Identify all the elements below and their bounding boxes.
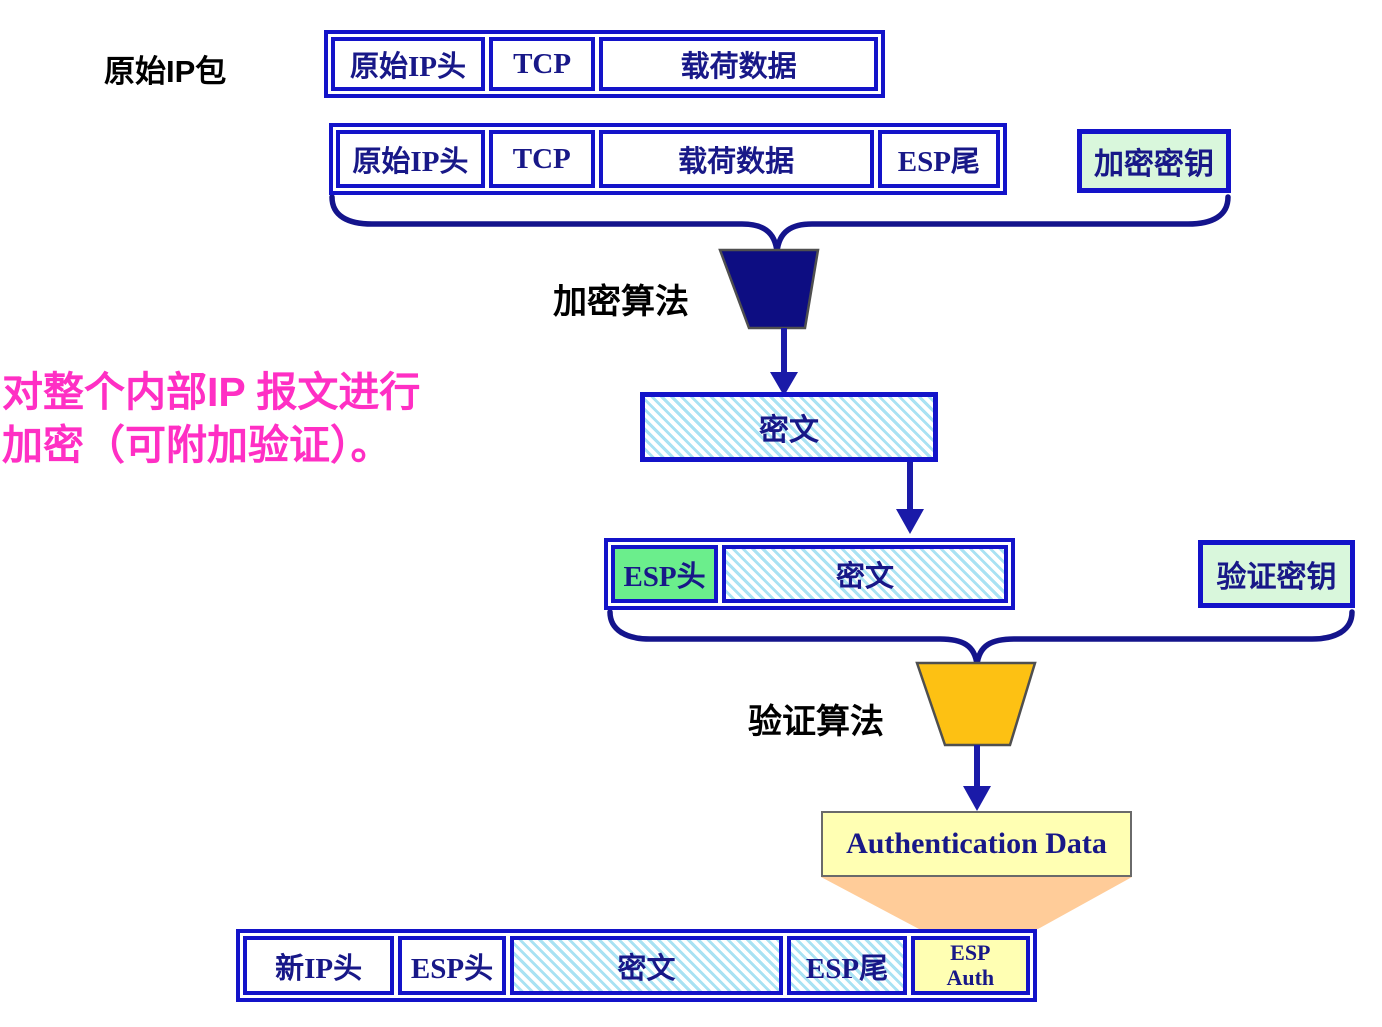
- encrypt-key-box: 加密密钥: [1077, 129, 1231, 193]
- encrypt-algorithm-label: 加密算法: [553, 283, 689, 321]
- authentication-data-label: Authentication Data: [846, 827, 1107, 860]
- auth-data-funnel-shape: [821, 877, 1132, 929]
- cell-tcp-2: TCP: [488, 130, 595, 188]
- ciphertext-label: 密文: [759, 414, 819, 447]
- gather-brace-top: [329, 194, 1231, 253]
- arrow-encrypt-to-ciphertext: [770, 328, 798, 396]
- row-packet-with-esp-trailer: 原始IP头 TCP 载荷数据 ESP尾: [329, 123, 1007, 195]
- arrow-verify-to-auth-data: [963, 745, 991, 811]
- ciphertext-box: 密文: [640, 392, 938, 462]
- annotation-line-2: 加密（可附加验证）。: [2, 422, 392, 469]
- annotation-text: 对整个内部IP 报文进行 加密（可附加验证）。: [2, 366, 522, 473]
- cell-original-ip-header-2: 原始IP头: [336, 130, 485, 188]
- cell-esp-header-final: ESP头: [398, 936, 506, 995]
- cell-esp-trailer: ESP尾: [877, 130, 1000, 188]
- cell-ciphertext: 密文: [722, 545, 1008, 603]
- verify-funnel-icon: [915, 661, 1037, 747]
- encrypt-funnel-icon: [718, 248, 820, 330]
- authentication-data-box: Authentication Data: [821, 811, 1132, 877]
- row-original-ip-packet: 原始IP头 TCP 载荷数据: [324, 30, 885, 98]
- row-final-esp-packet: 新IP头 ESP头 密文 ESP尾 ESP Auth: [236, 929, 1037, 1002]
- cell-ciphertext-final: 密文: [509, 936, 784, 995]
- esp-auth-line-1: ESP: [950, 940, 991, 966]
- cell-payload-data-2: 载荷数据: [598, 130, 874, 188]
- cell-new-ip-header: 新IP头: [243, 936, 395, 995]
- esp-auth-line-2: Auth: [946, 964, 995, 990]
- annotation-line-1: 对整个内部IP 报文进行: [2, 369, 421, 415]
- verify-algorithm-label: 验证算法: [748, 703, 884, 741]
- gather-brace-bottom: [607, 609, 1355, 666]
- arrow-ciphertext-to-esp-row: [896, 462, 924, 534]
- verify-key-box: 验证密钥: [1198, 540, 1355, 608]
- cell-esp-header: ESP头: [611, 545, 719, 603]
- original-packet-label: 原始IP包: [104, 54, 227, 89]
- cell-payload-data: 载荷数据: [599, 37, 878, 91]
- cell-esp-trailer-final: ESP尾: [787, 936, 907, 995]
- cell-tcp: TCP: [488, 37, 596, 91]
- cell-original-ip-header: 原始IP头: [331, 37, 485, 91]
- cell-esp-auth: ESP Auth: [910, 936, 1030, 995]
- row-esp-header-ciphertext: ESP头 密文: [604, 538, 1015, 610]
